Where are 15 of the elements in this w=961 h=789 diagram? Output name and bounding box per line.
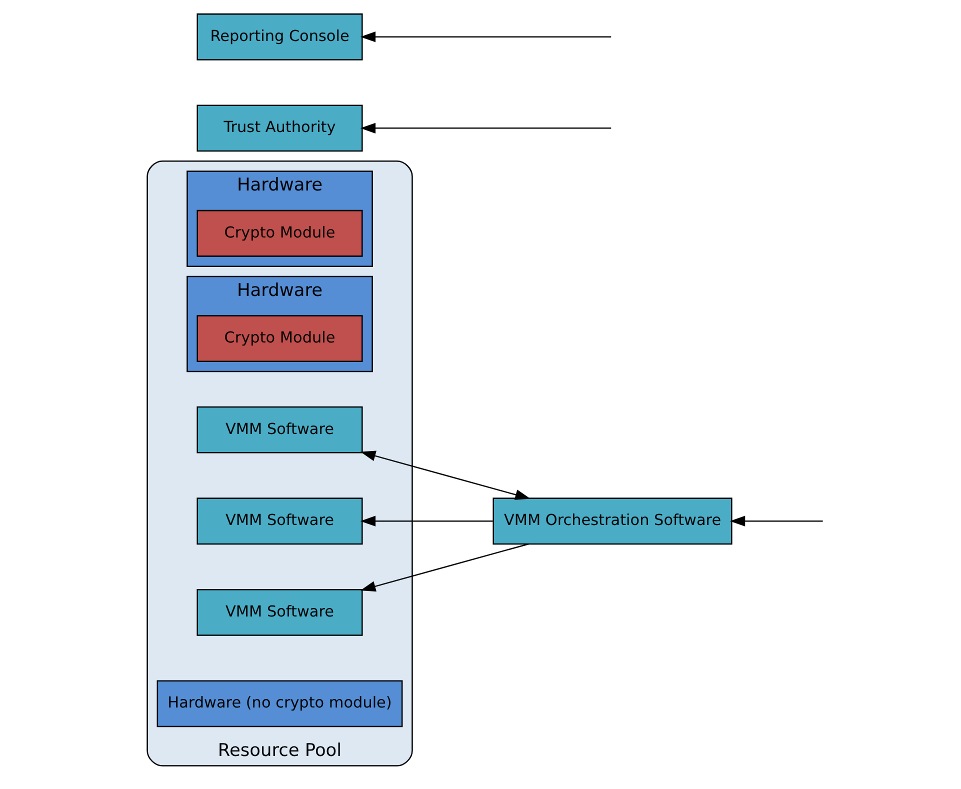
node-box: VMM Software (196, 406, 363, 453)
arrow (360, 450, 530, 500)
arrow (360, 31, 612, 42)
arrow (730, 515, 823, 526)
arrow (360, 122, 612, 133)
node-box: Trust Authority (196, 104, 363, 152)
arrow (360, 515, 493, 526)
node-box: Crypto Module (196, 314, 363, 362)
arrow (360, 542, 529, 592)
node-box: VMM Orchestration Software (492, 497, 732, 544)
node-box: Crypto Module (196, 209, 363, 256)
node-box: VMM Software (196, 588, 363, 636)
node-box: Hardware (no crypto module) (156, 680, 403, 727)
node-box: Reporting Console (196, 12, 363, 60)
node-box: VMM Software (196, 497, 363, 544)
